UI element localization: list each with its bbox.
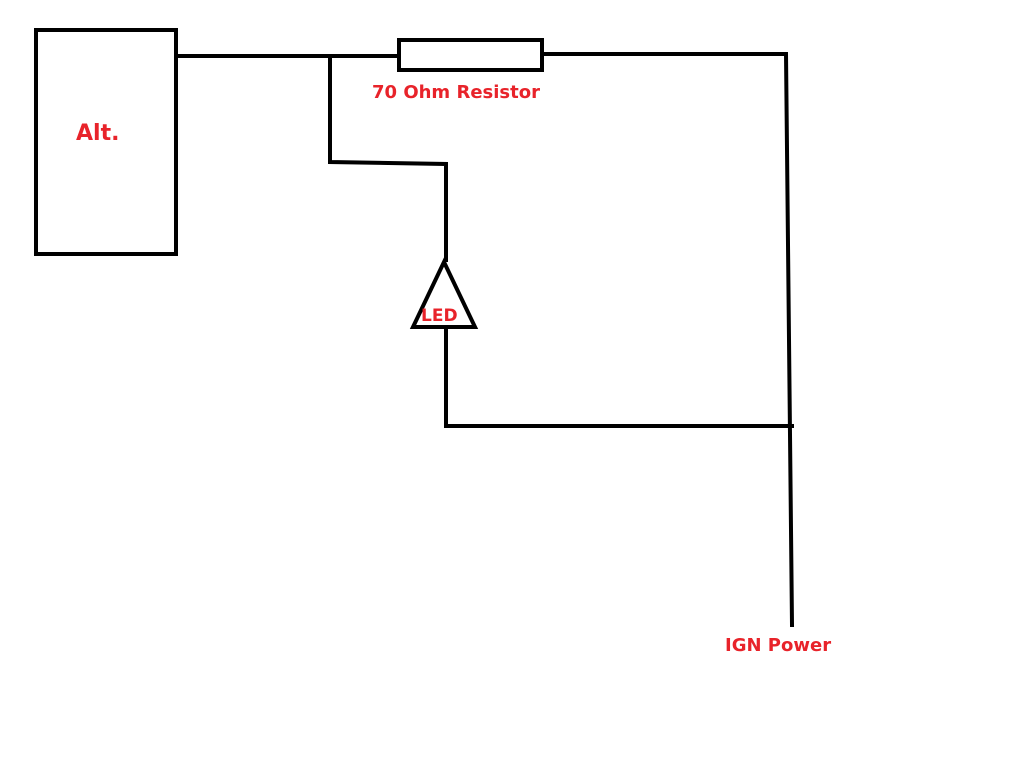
alternator-label: Alt. <box>76 121 119 146</box>
resistor-label: 70 Ohm Resistor <box>372 82 540 103</box>
resistor-symbol <box>397 38 544 72</box>
wire-branch-to-led <box>328 54 448 262</box>
wire-led-to-junction <box>444 327 794 428</box>
wire-resistor-to-right <box>540 52 795 628</box>
ign-power-label: IGN Power <box>725 635 831 656</box>
led-label: LED <box>421 306 458 326</box>
alternator-box <box>34 28 178 256</box>
